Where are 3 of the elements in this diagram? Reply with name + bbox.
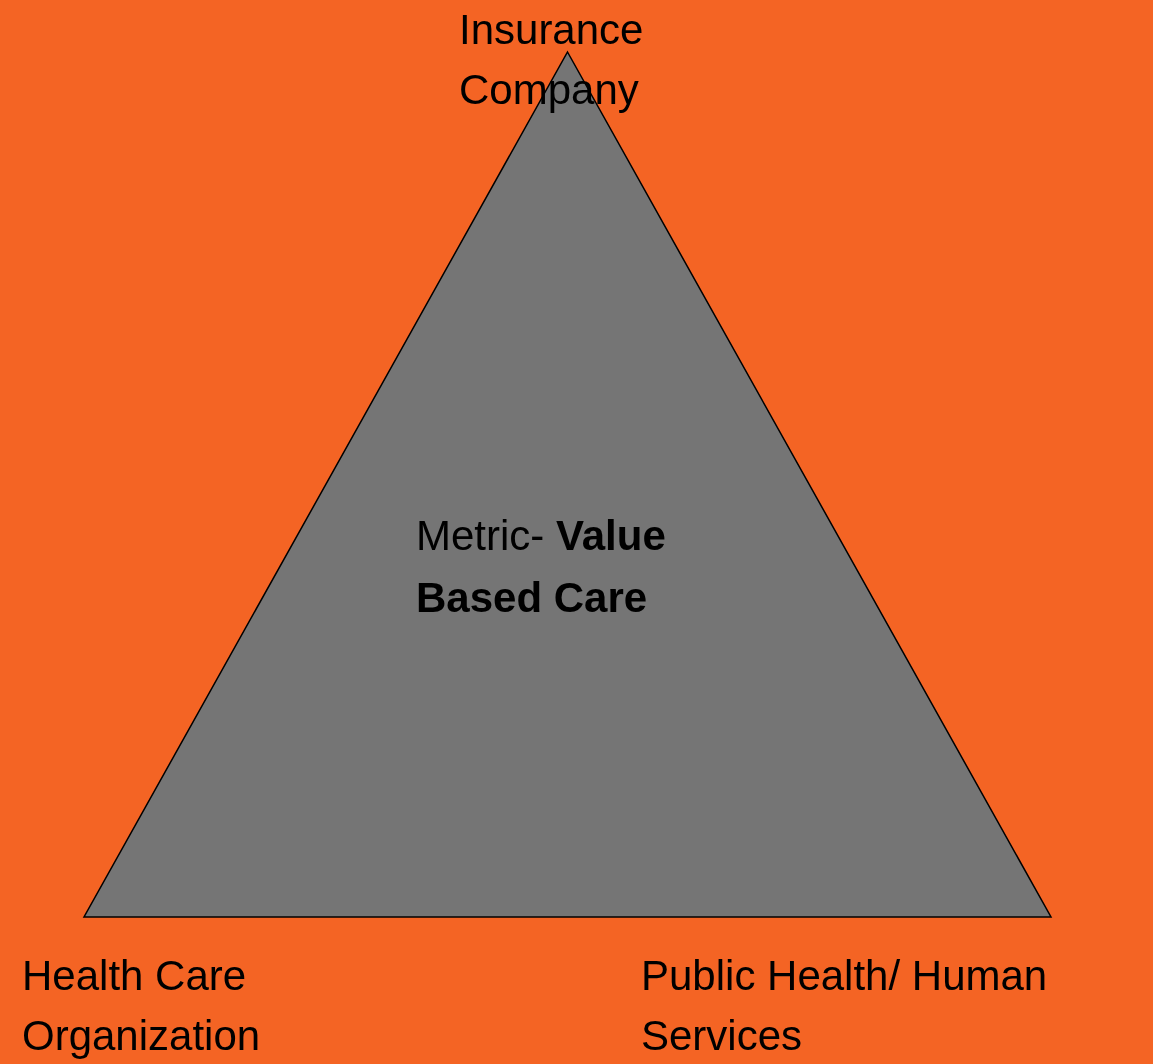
center-text: Metric- Value Based Care bbox=[416, 511, 667, 623]
corner-label: Public Health/ Human Services bbox=[641, 951, 1049, 1061]
corner-label: Health Care Organization bbox=[22, 951, 262, 1061]
